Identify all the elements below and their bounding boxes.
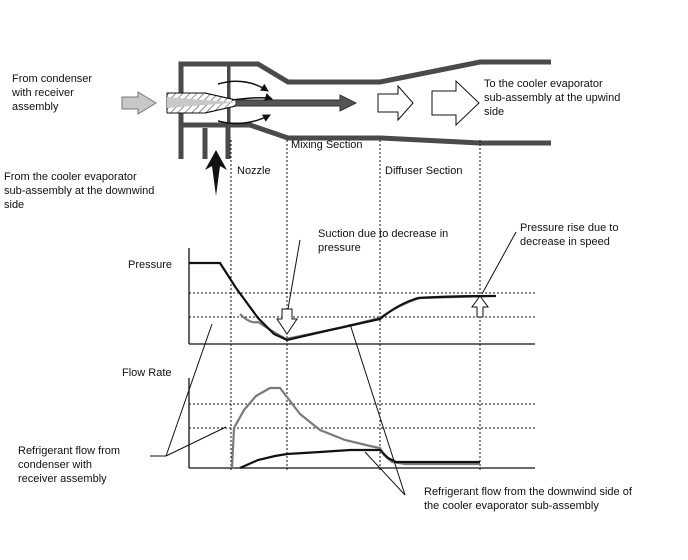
suction-arrow bbox=[276, 308, 298, 335]
flow-curve-black bbox=[239, 448, 480, 470]
pressure-rise-leader bbox=[481, 231, 517, 295]
to-evaporator-upwind-label: To the cooler evaporator sub-assembly at… bbox=[484, 78, 621, 118]
pressure-chart bbox=[188, 231, 535, 345]
inlet-arrow bbox=[121, 91, 157, 115]
suction-leader bbox=[287, 239, 301, 310]
suction-flow-curves bbox=[217, 80, 273, 125]
flow-rate-axis-label: Flow Rate bbox=[122, 367, 172, 379]
pressure-rise-arrow bbox=[471, 295, 489, 318]
pressure-rise-note: Pressure rise due to decrease in speed bbox=[520, 222, 619, 248]
diffuser-outlet-arrow bbox=[431, 79, 480, 127]
downwind-flow-leaders bbox=[349, 323, 406, 496]
downwind-inlet-arrow bbox=[205, 150, 227, 196]
from-condenser-label: From condenser with receiver assembly bbox=[12, 73, 93, 113]
mixing-outlet-arrow bbox=[377, 84, 414, 122]
refrigerant-from-condenser-label: Refrigerant flow from condenser with rec… bbox=[18, 445, 121, 485]
pressure-curve-black bbox=[189, 261, 497, 342]
nozzle-jet-arrow bbox=[235, 94, 358, 112]
nozzle-label: Nozzle bbox=[237, 165, 271, 177]
pressure-axis-label: Pressure bbox=[128, 259, 173, 271]
mixing-section-label: Mixing Section bbox=[291, 139, 363, 151]
ejector-lower-wall bbox=[178, 122, 551, 159]
refrigerant-from-downwind-label: Refrigerant flow from the downwind side … bbox=[424, 486, 632, 512]
flow-rate-chart bbox=[150, 323, 535, 496]
section-guides bbox=[230, 140, 481, 470]
condenser-flow-leaders bbox=[150, 323, 227, 457]
diffuser-section-label: Diffuser Section bbox=[385, 165, 463, 177]
suction-note: Suction due to decrease in pressure bbox=[318, 228, 449, 254]
from-evaporator-downwind-label: From the cooler evaporator sub-assembly … bbox=[4, 171, 155, 211]
